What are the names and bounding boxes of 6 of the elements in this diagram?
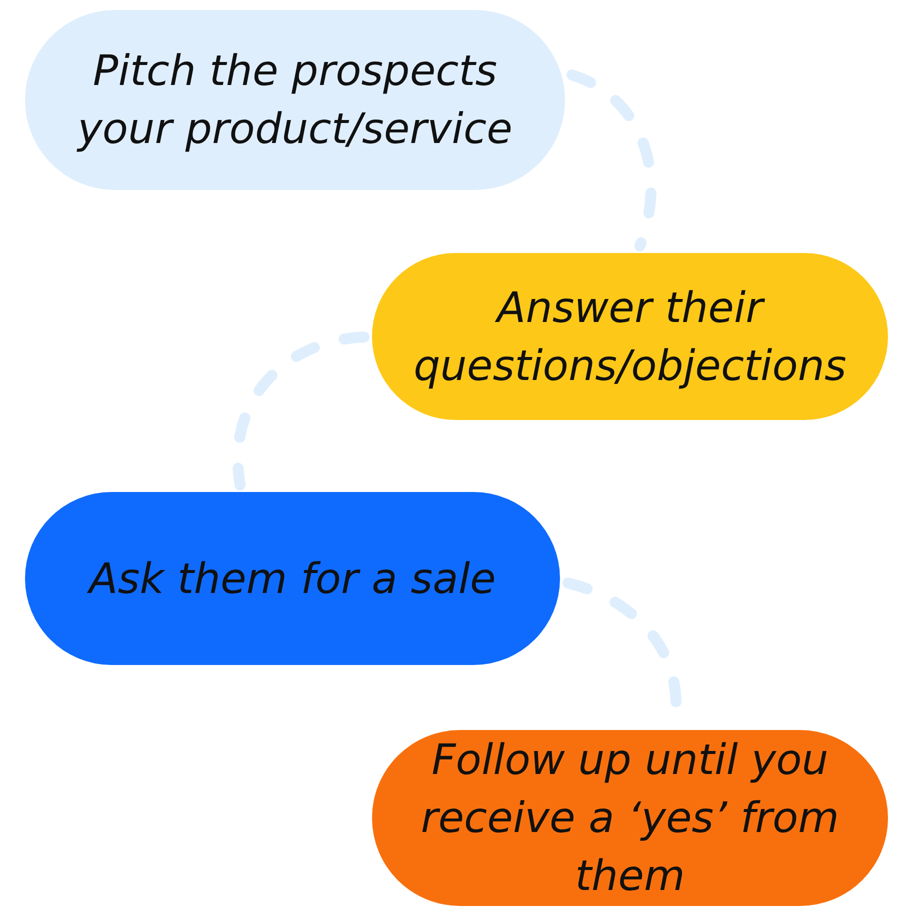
step-text: Pitch the prospects your product/service bbox=[76, 45, 514, 155]
step-text: Answer their questions/objections bbox=[412, 282, 848, 392]
step-text: Follow up until you receive a ‘yes’ from them bbox=[420, 734, 840, 902]
step-text: Ask them for a sale bbox=[89, 552, 496, 604]
dashed-connector bbox=[566, 69, 656, 252]
dashed-connector bbox=[232, 332, 370, 490]
